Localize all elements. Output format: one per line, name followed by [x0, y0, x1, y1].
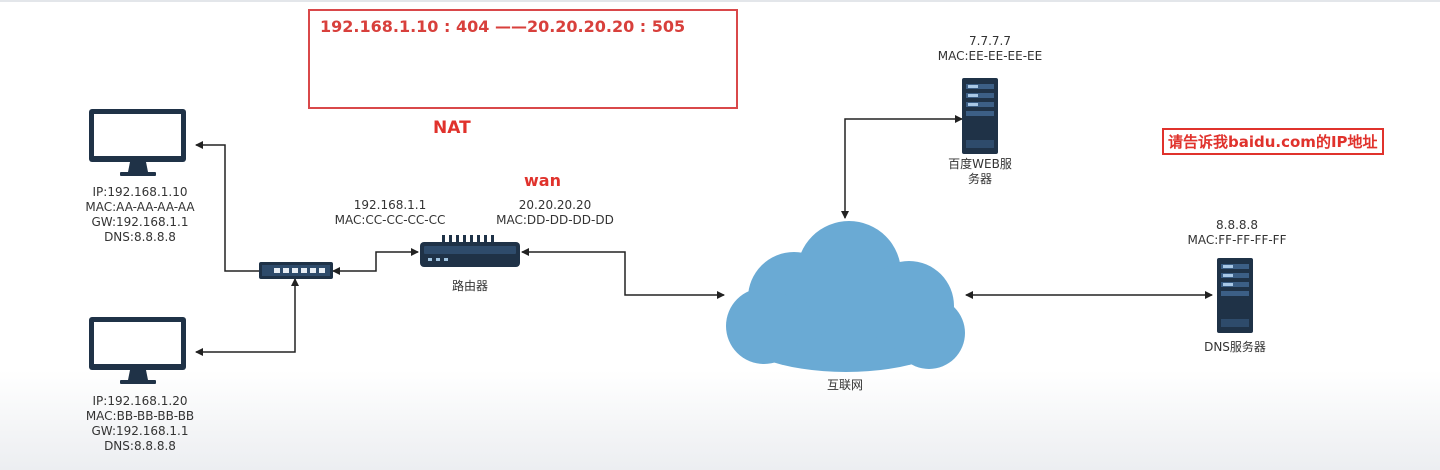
web-server-info: 7.7.7.7 MAC:EE-EE-EE-EE — [920, 34, 1060, 64]
bottom-fade — [0, 370, 1440, 470]
link-switch-router — [332, 248, 419, 275]
computer-icon — [89, 317, 186, 384]
server-icon — [962, 78, 998, 154]
pc1-ip: IP:192.168.1.10 — [92, 185, 188, 199]
computer-icon — [89, 109, 186, 176]
nat-table-box: 192.168.1.10 : 404 ——20.20.20.20 : 505 — [308, 9, 738, 109]
dns-server-label: DNS服务器 — [1204, 340, 1266, 354]
pc1-info: IP:192.168.1.10 MAC:AA-AA-AA-AA GW:192.1… — [70, 185, 210, 245]
link-internet-web — [841, 115, 963, 219]
pc2-gw: GW:192.168.1.1 — [91, 424, 189, 438]
dns-server-ip: 8.8.8.8 — [1216, 218, 1258, 232]
pc1-gw: GW:192.168.1.1 — [91, 215, 189, 229]
pc2-dns: DNS:8.8.8.8 — [104, 439, 176, 453]
pc1-mac: MAC:AA-AA-AA-AA — [85, 200, 195, 214]
link-pc2-switch — [195, 278, 299, 356]
router-wan-ip: 20.20.20.20 — [518, 198, 592, 212]
router-icon — [420, 235, 520, 267]
web-server-label-line1: 百度WEB服 — [948, 157, 1012, 171]
router-lan-mac: MAC:CC-CC-CC-CC — [334, 213, 446, 227]
pc2-info: IP:192.168.1.20 MAC:BB-BB-BB-BB GW:192.1… — [70, 394, 210, 454]
pc2-mac: MAC:BB-BB-BB-BB — [85, 409, 195, 423]
pc1-dns: DNS:8.8.8.8 — [104, 230, 176, 244]
top-border — [0, 0, 1440, 2]
link-router-internet — [521, 248, 725, 299]
switch-icon — [259, 262, 333, 279]
web-server-ip: 7.7.7.7 — [969, 34, 1011, 48]
nat-label: NAT — [433, 118, 471, 138]
router-wan-info: 20.20.20.20 MAC:DD-DD-DD-DD — [490, 198, 620, 228]
wan-label: wan — [524, 171, 561, 190]
dns-server-mac: MAC:FF-FF-FF-FF — [1187, 233, 1287, 247]
router-lan-info: 192.168.1.1 MAC:CC-CC-CC-CC — [330, 198, 450, 228]
router-wan-mac: MAC:DD-DD-DD-DD — [496, 213, 614, 227]
cloud-icon — [726, 221, 965, 372]
server-icon — [1217, 258, 1253, 333]
web-server-label-line2: 务器 — [967, 172, 992, 186]
dns-server-info: 8.8.8.8 MAC:FF-FF-FF-FF — [1172, 218, 1302, 248]
ask-dns-note: 请告诉我baidu.com的IP地址 — [1162, 128, 1384, 155]
link-pc1-switch — [195, 141, 259, 272]
web-server-label: 百度WEB服 务器 — [930, 157, 1030, 187]
pc2-ip: IP:192.168.1.20 — [92, 394, 188, 408]
internet-label: 互联网 — [826, 378, 863, 392]
web-server-mac: MAC:EE-EE-EE-EE — [937, 49, 1043, 63]
nat-mapping-text: 192.168.1.10 : 404 ——20.20.20.20 : 505 — [320, 17, 686, 36]
router-lan-ip: 192.168.1.1 — [353, 198, 427, 212]
router-label: 路由器 — [451, 279, 488, 293]
